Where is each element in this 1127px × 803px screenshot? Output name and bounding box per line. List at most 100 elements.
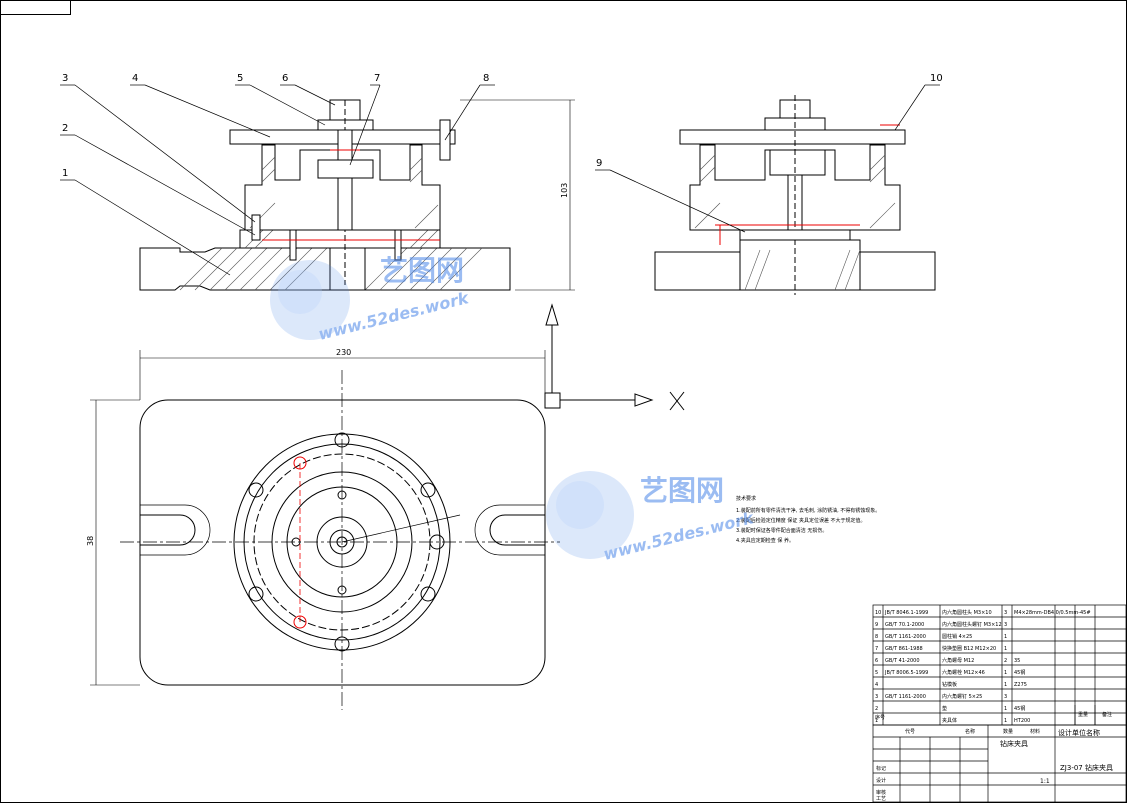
bom-no: 7: [875, 646, 878, 652]
bom-name: 圆柱销 4×25: [942, 633, 972, 640]
title-block-grid: [872, 705, 1127, 803]
bom-qty: 1: [1004, 646, 1007, 652]
watermark-logo-right: 艺图网 www.52des.work: [546, 471, 757, 564]
bom-no: 9: [875, 622, 878, 628]
bom-code: GB/T 1161-2000: [885, 634, 926, 640]
part-label-10: 10: [930, 73, 943, 84]
drawing-code: ZJ3-07 钻床夹具: [1060, 763, 1113, 772]
leaders-side: [595, 84, 940, 233]
bom-code: GB/T 861-1988: [885, 646, 923, 652]
part-label-8: 8: [483, 73, 489, 84]
part-label-1: 1: [62, 168, 68, 179]
tb-row-label: 工艺: [876, 796, 886, 802]
bom-name: 夹具体: [942, 717, 957, 724]
side-section-view: [654, 95, 936, 295]
bom-row: 8 GB/T 1161-2000 圆柱销 4×25 1: [875, 633, 1007, 640]
bom-row: 10 JB/T 8046.1-1999 内六角圆柱头 M3×10 3 M4×28…: [875, 609, 1091, 616]
bom-name: 六角螺母 M12: [942, 657, 974, 664]
bom-no: 1: [875, 718, 878, 724]
bom-row: 9 GB/T 70.1-2000 内六角圆柱头螺钉 M3×12 3: [875, 621, 1007, 628]
bom-row: 7 GB/T 861-1988 快换垫圈 B12 M12×20 1: [875, 645, 1007, 652]
part-label-7: 7: [374, 73, 380, 84]
bom-header-code: 代号: [905, 728, 915, 735]
bom-material: 35: [1014, 658, 1020, 664]
bom-header-no: 序号: [875, 714, 885, 721]
plan-view: [90, 350, 560, 710]
bom-header-material: 材料: [1030, 728, 1040, 735]
dim-plan-height: 38: [86, 536, 95, 546]
bom-qty: 3: [1004, 622, 1007, 628]
bom-row: 6 GB/T 41-2000 六角螺母 M12 2 35: [875, 657, 1020, 664]
tb-row-label: 设计: [876, 777, 886, 784]
watermark-cn: 艺图网: [640, 474, 724, 507]
dim-width: 230: [336, 348, 351, 357]
bom-header-weight: 重量: [1078, 711, 1088, 718]
axis-symbol: [544, 303, 685, 411]
part-label-9: 9: [596, 158, 602, 169]
bom-no: 2: [875, 706, 878, 712]
bom-qty: 1: [1004, 670, 1007, 676]
bom-no: 10: [875, 610, 881, 616]
bom-name: 垫: [942, 705, 947, 712]
bom-header-qty: 数量: [1003, 728, 1013, 735]
bom-row: 3 GB/T 1161-2000 内六角螺钉 5×25 3: [875, 693, 1007, 700]
part-label-3: 3: [62, 73, 68, 84]
bom-no: 4: [875, 682, 878, 688]
bom-material: Z275: [1014, 682, 1027, 688]
school-name: 设计单位名称: [1058, 728, 1100, 737]
bom-qty: 1: [1004, 682, 1007, 688]
notes-line-4: 4.夹具应定期检查 保 养。: [736, 537, 794, 544]
bom-code: JB/T 8046.1-1999: [884, 610, 928, 616]
tb-row-label: 审核: [876, 789, 886, 796]
bom-name: 内六角圆柱头 M3×10: [942, 609, 992, 616]
tb-row-label: 标记: [876, 765, 886, 772]
watermark-cn: 艺图网: [380, 254, 464, 287]
leaders-front: [60, 84, 495, 276]
bom-material: 45钢: [1014, 669, 1025, 676]
bom-qty: 3: [1004, 694, 1007, 700]
bom-name: 快换垫圈 B12 M12×20: [942, 645, 996, 652]
dim-section-height: 103: [560, 183, 569, 198]
bom-name: 六角螺栓 M12×46: [942, 669, 985, 676]
bom-no: 8: [875, 634, 878, 640]
bom-qty: 1: [1004, 634, 1007, 640]
part-label-5: 5: [237, 73, 243, 84]
bom-name: 内六角圆柱头螺钉 M3×12: [942, 621, 1002, 628]
bom-rows: 10 JB/T 8046.1-1999 内六角圆柱头 M3×10 3 M4×28…: [875, 609, 1091, 724]
notes-heading: 技术要求: [736, 495, 756, 502]
bom-qty: 2: [1004, 658, 1007, 664]
bom-no: 3: [875, 694, 878, 700]
bom-header-note: 备注: [1102, 711, 1112, 718]
bom-table: [872, 604, 1127, 726]
bom-qty: 1: [1004, 706, 1007, 712]
bom-row: 4 钻模板 1 Z275: [875, 681, 1027, 688]
part-label-2: 2: [62, 123, 68, 134]
bom-header-name: 名称: [965, 728, 975, 735]
part-label-6: 6: [282, 73, 288, 84]
notes-line-1: 1.装配前所有零件清洗干净, 去毛刺, 涂防锈油, 不得有锈蚀现象。: [736, 507, 880, 514]
bom-material: M4×28mm-DB4.0/0.5mm-45#: [1014, 610, 1091, 616]
drawing-name: 钻床夹具: [1000, 739, 1028, 748]
bom-code: GB/T 70.1-2000: [885, 622, 924, 628]
bom-code: GB/T 41-2000: [885, 658, 920, 664]
notes-line-3: 3.装配时保证各零件配合面清洁 无损伤。: [736, 527, 827, 534]
bom-material: HT200: [1014, 718, 1030, 724]
part-label-4: 4: [132, 73, 138, 84]
notes-line-2: 2.装配后检验定位精度 保证 夹具定位误差 不大于规定值。: [736, 517, 866, 524]
bom-material: 45钢: [1014, 705, 1025, 712]
corner-tab: [0, 0, 71, 15]
bom-row: 5 JB/T 8006.5-1999 六角螺栓 M12×46 1 45钢: [875, 669, 1025, 676]
bom-qty: 3: [1004, 610, 1007, 616]
drawing-scale: 1:1: [1040, 778, 1050, 785]
bom-name: 内六角螺钉 5×25: [942, 693, 982, 700]
bom-qty: 1: [1004, 718, 1007, 724]
bom-row: 2 垫 1 45钢: [875, 705, 1025, 712]
front-section-view: [139, 99, 575, 291]
bom-no: 5: [875, 670, 878, 676]
bom-code: GB/T 1161-2000: [885, 694, 926, 700]
bom-row: 1 夹具体 1 HT200: [875, 717, 1030, 724]
bom-no: 6: [875, 658, 878, 664]
bom-name: 钻模板: [942, 681, 957, 688]
bom-code: JB/T 8006.5-1999: [884, 670, 928, 676]
